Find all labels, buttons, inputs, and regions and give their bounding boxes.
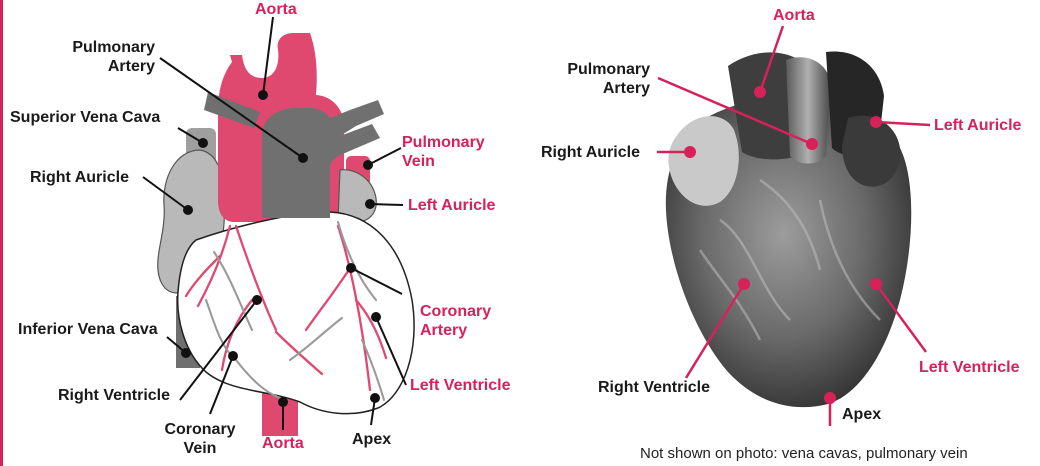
label-left-ventricle: Left Ventricle	[410, 376, 510, 395]
heart-diagram	[143, 17, 414, 436]
label-right-auricle: Right Auricle	[30, 168, 129, 187]
label-aorta-top: Aorta	[255, 0, 297, 19]
label-apex: Apex	[352, 430, 391, 449]
photo-label-aorta: Aorta	[773, 6, 815, 25]
photo-label-left-auricle: Left Auricle	[934, 116, 1021, 135]
label-coronary-artery: Coronary Artery	[420, 302, 520, 340]
heart-photo	[657, 26, 930, 426]
label-left-auricle: Left Auricle	[408, 196, 495, 215]
photo-label-pulmonary-artery: Pulmonary Artery	[560, 60, 650, 98]
photo-note: Not shown on photo: vena cavas, pulmonar…	[640, 445, 968, 462]
label-right-ventricle: Right Ventricle	[58, 386, 170, 405]
photo-label-right-auricle: Right Auricle	[541, 143, 640, 162]
photo-label-right-ventricle: Right Ventricle	[598, 378, 710, 397]
label-inferior-vena-cava: Inferior Vena Cava	[18, 320, 158, 339]
label-superior-vena-cava: Superior Vena Cava	[10, 108, 160, 127]
photo-label-left-ventricle: Left Ventricle	[919, 358, 1019, 377]
label-coronary-vein: Coronary Vein	[150, 420, 250, 458]
label-aorta-bottom: Aorta	[262, 434, 304, 453]
label-pulmonary-artery: Pulmonary Artery	[30, 38, 155, 76]
photo-label-apex: Apex	[842, 405, 881, 424]
label-pulmonary-vein: Pulmonary Vein	[402, 133, 482, 171]
